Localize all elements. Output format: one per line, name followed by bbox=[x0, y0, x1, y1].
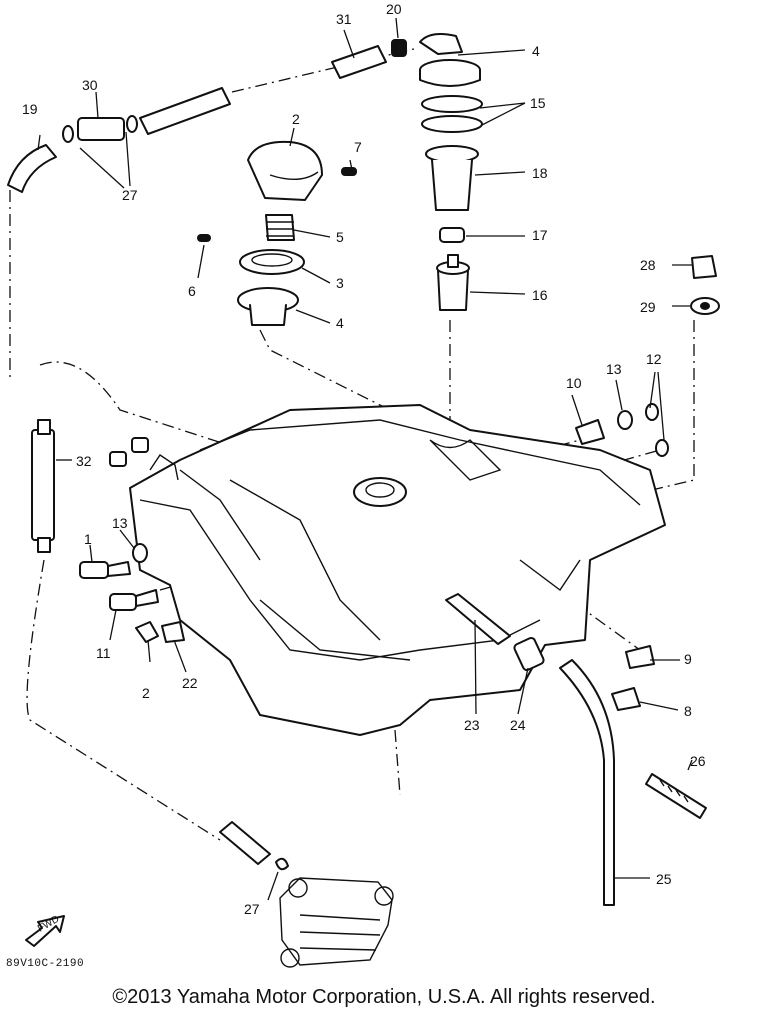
callout-22: 22 bbox=[182, 675, 198, 691]
vent-hose-assembly bbox=[7, 39, 407, 193]
callout-15: 15 bbox=[530, 95, 546, 111]
callout-3: 3 bbox=[336, 275, 344, 291]
callout-31: 31 bbox=[336, 11, 352, 27]
callout-24: 24 bbox=[510, 717, 526, 733]
callout-5: 5 bbox=[336, 229, 344, 245]
callout-23: 23 bbox=[464, 717, 480, 733]
callout-18: 18 bbox=[532, 165, 548, 181]
fuel-cap-assembly bbox=[197, 140, 357, 326]
callout-25: 25 bbox=[656, 871, 672, 887]
callout-13-right: 13 bbox=[606, 361, 622, 377]
drawing-code: 89V10C-2190 bbox=[6, 958, 85, 970]
callout-4-mid: 4 bbox=[336, 315, 344, 331]
fuel-hoses bbox=[219, 593, 615, 906]
callout-17: 17 bbox=[532, 227, 548, 243]
callout-9: 9 bbox=[684, 651, 692, 667]
callout-28: 28 bbox=[640, 257, 656, 273]
forward-arrow-icon: FWD bbox=[25, 914, 65, 947]
callout-1: 1 bbox=[84, 531, 92, 547]
left-side-parts bbox=[31, 419, 185, 643]
callout-27-top: 27 bbox=[122, 187, 138, 203]
callout-27-bottom: 27 bbox=[244, 901, 260, 917]
drain-fittings bbox=[611, 645, 707, 819]
callout-12: 12 bbox=[646, 351, 662, 367]
callout-20: 20 bbox=[386, 1, 402, 17]
fuel-sender-assembly bbox=[419, 33, 483, 311]
callout-2-top: 2 bbox=[292, 111, 300, 127]
callout-32: 32 bbox=[76, 453, 92, 469]
callout-16: 16 bbox=[532, 287, 548, 303]
callout-numbers: 31 20 4 15 30 19 27 2 7 18 5 17 6 3 4 16… bbox=[22, 1, 706, 917]
callout-2-bottom: 2 bbox=[142, 685, 150, 701]
copyright-notice: ©2013 Yamaha Motor Corporation, U.S.A. A… bbox=[112, 986, 656, 1008]
right-side-fasteners bbox=[575, 255, 720, 457]
callout-13-left: 13 bbox=[112, 515, 128, 531]
callout-10: 10 bbox=[566, 375, 582, 391]
fuel-pump bbox=[275, 857, 394, 968]
callout-6: 6 bbox=[188, 283, 196, 299]
fuel-tank-exploded-diagram: FWD 31 bbox=[7, 1, 720, 968]
callout-7: 7 bbox=[354, 139, 362, 155]
callout-4-top: 4 bbox=[532, 43, 540, 59]
leader-lines bbox=[37, 17, 693, 901]
callout-8: 8 bbox=[684, 703, 692, 719]
callout-29: 29 bbox=[640, 299, 656, 315]
callout-19: 19 bbox=[22, 101, 38, 117]
callout-11: 11 bbox=[96, 645, 111, 661]
callout-30: 30 bbox=[82, 77, 98, 93]
callout-26: 26 bbox=[690, 753, 706, 769]
